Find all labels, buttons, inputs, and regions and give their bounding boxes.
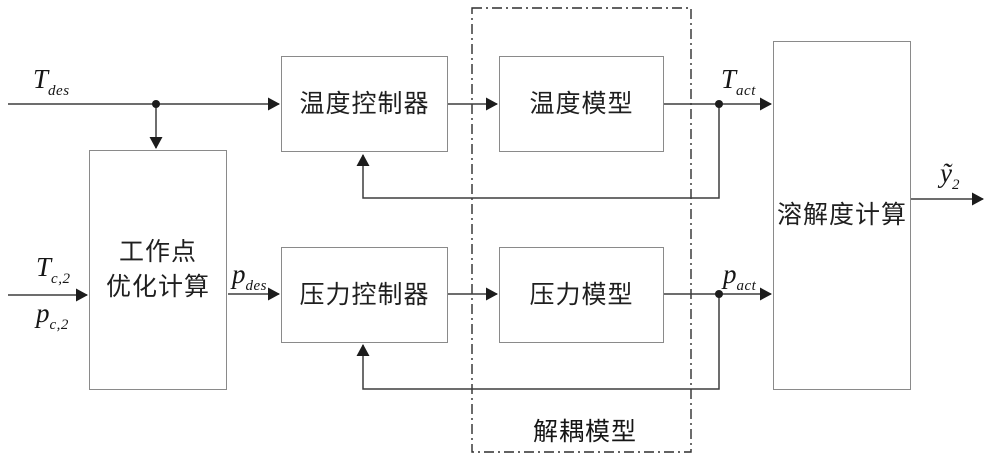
signal-label-tdes-sub: des [48,83,70,99]
signal-label-y2-sub: 2 [951,177,960,193]
pact-junction-dot [715,290,723,298]
signal-wires [8,97,984,390]
signal-label-tact: Tact [721,66,756,99]
block-operating-point-optimization: 工作点 优化计算 [89,150,227,390]
block-pressure-model: 压力模型 [499,247,664,343]
signal-label-pc2-sub: c,2 [49,317,69,333]
signal-label-tact-sub: act [736,83,756,99]
signal-label-pc2: pc,2 [36,300,69,333]
block-operating-point-label: 工作点 优化计算 [106,235,210,305]
pressure-feedback-line [356,294,720,390]
decoupling-group-label: 解耦模型 [532,419,637,446]
block-temperature-model: 温度模型 [499,56,664,152]
signal-label-pdes: pdes [232,261,267,294]
signal-label-pact-main: p [723,259,737,289]
signal-label-tdes: Tdes [33,66,70,99]
signal-label-tdes-main: T [33,64,49,94]
signal-label-tc2: Tc,2 [36,254,70,287]
temperature-feedback-line [356,104,720,199]
signal-label-y2-main: ỹ [940,158,952,188]
block-pressure-model-label: 压力模型 [529,281,634,309]
signal-label-pc2-main: p [36,298,50,328]
block-pressure-controller: 压力控制器 [281,247,448,343]
signal-label-pdes-sub: des [245,278,267,294]
block-solubility-calculation: 溶解度计算 [773,41,911,390]
block-solubility-calculation-label: 溶解度计算 [776,202,907,229]
block-temperature-model-label: 温度模型 [529,90,634,118]
block-temperature-controller: 温度控制器 [281,56,448,152]
block-pressure-controller-label: 压力控制器 [299,281,430,309]
signal-label-y2-output: ỹ2 [940,160,960,193]
signal-label-pdes-main: p [232,259,246,289]
block-operating-point-label-line1: 工作点 [118,239,197,266]
decoupling-group-border [471,7,692,453]
signal-label-pact: pact [723,261,756,294]
block-operating-point-label-line2: 优化计算 [105,274,210,301]
junction-dots [152,100,723,298]
block-temperature-controller-label: 温度控制器 [299,90,430,118]
signal-label-tc2-main: T [36,252,52,282]
tact-junction-dot [715,100,723,108]
signal-label-pact-sub: act [736,278,757,294]
signal-label-tc2-sub: c,2 [51,271,71,287]
signal-label-tact-main: T [721,64,737,94]
tdes-junction-dot [152,100,160,108]
